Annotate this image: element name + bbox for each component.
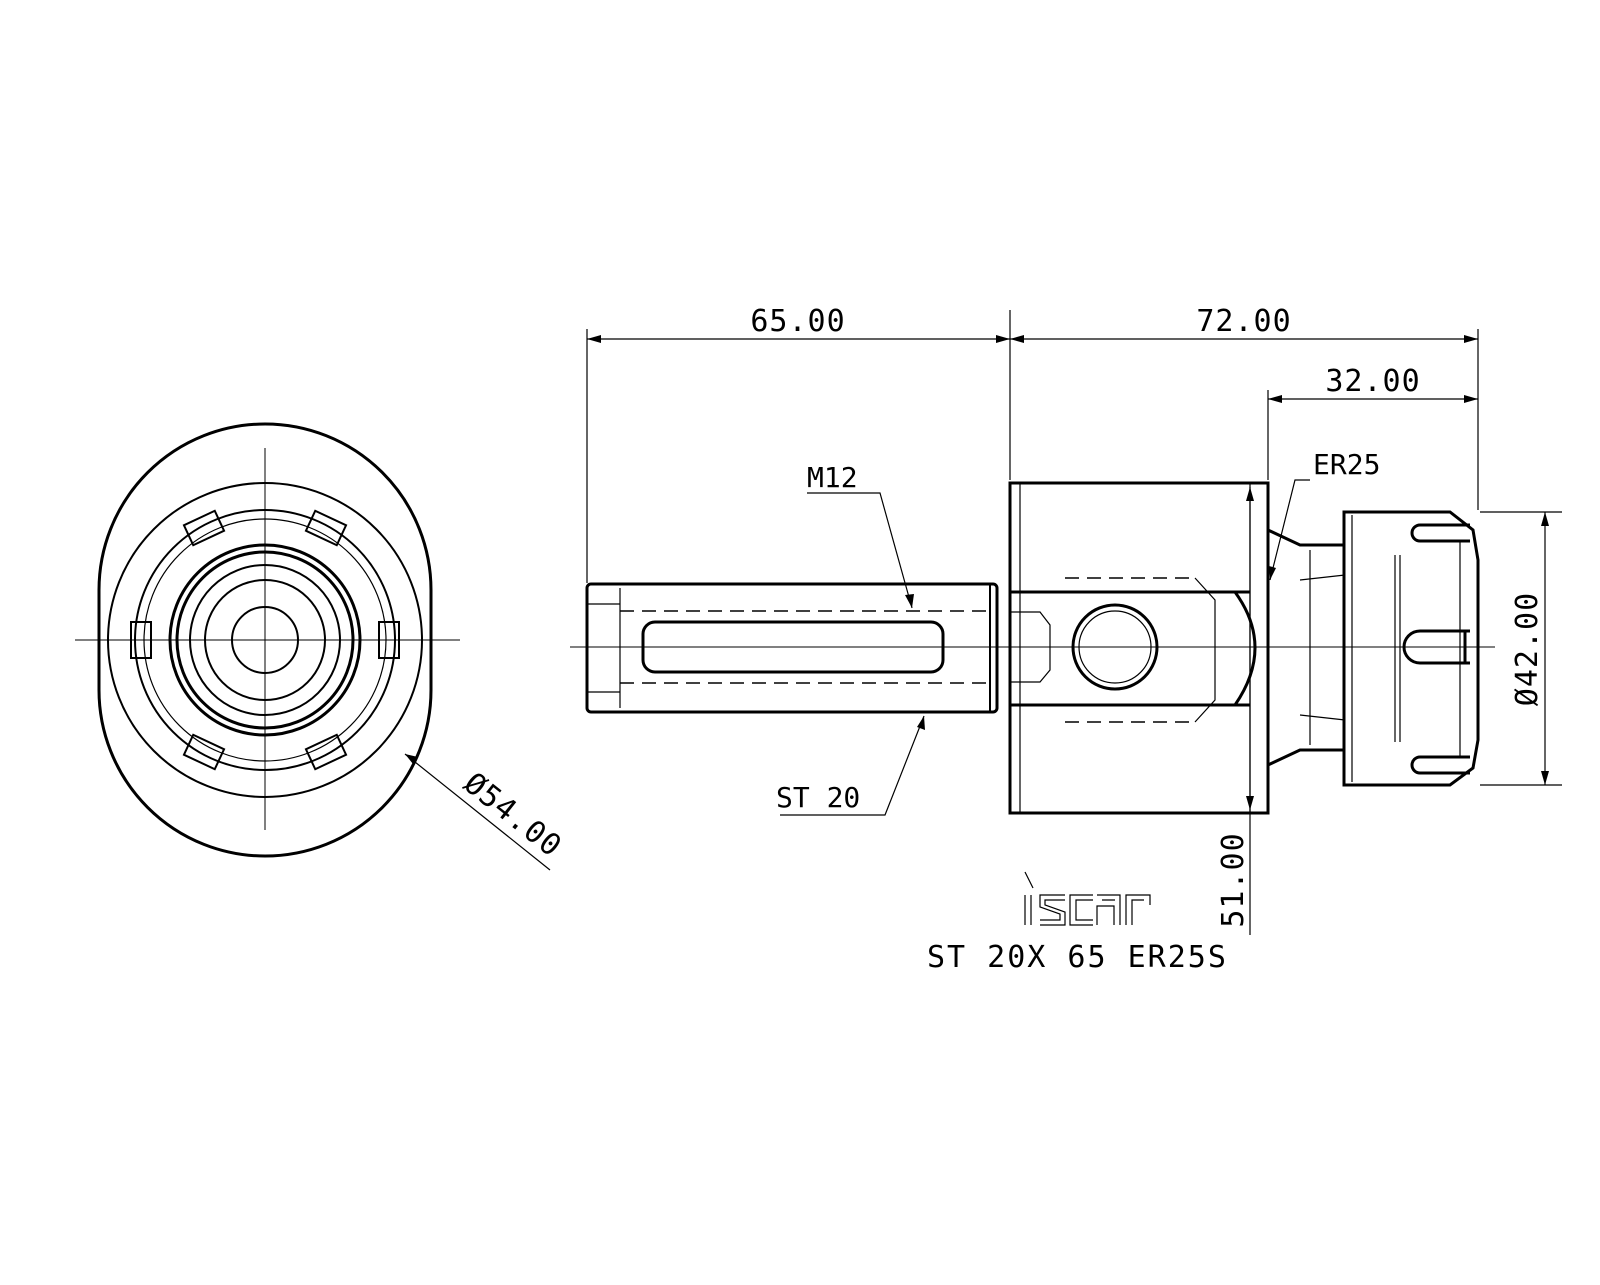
dia42-arrow-top [1541, 512, 1549, 526]
end-view-collet-ring [175, 550, 355, 730]
collet-nut [1342, 510, 1480, 787]
shank-body [585, 582, 999, 714]
collet-taper-lines [1299, 574, 1346, 721]
dim32-label: 32.00 [1325, 364, 1420, 399]
shank-chamfer-edges [587, 603, 620, 693]
nut-outline [1342, 510, 1480, 787]
body-outline [1008, 481, 1270, 815]
m12-label: M12 [807, 461, 858, 494]
dim65-label: 65.00 [750, 304, 845, 339]
logo-a [1096, 894, 1121, 925]
end-view-collet-outer [168, 543, 362, 737]
dim51-arrow-bottom [1246, 796, 1254, 810]
nut-slot [304, 509, 348, 547]
dim51-arrow-top [1246, 487, 1254, 501]
dia42-label: Ø42.00 [1510, 592, 1545, 706]
er25-arrow [1269, 566, 1276, 580]
er25-leader [1269, 479, 1310, 581]
logo-i [1024, 871, 1034, 925]
dim72-arrow-right [1464, 335, 1478, 343]
end-view-nut-slots [130, 509, 400, 771]
logo-c [1069, 894, 1093, 926]
dim51-label: 51.00 [1216, 832, 1251, 927]
nut-slot [182, 733, 226, 771]
screw-seat [1010, 611, 1051, 683]
dimension-lines [586, 310, 1562, 935]
nut-slot-top [1410, 523, 1470, 543]
er25-label: ER25 [1313, 448, 1380, 481]
end-view-bore [231, 606, 299, 674]
part-number: ST 20X 65 ER25S [927, 940, 1228, 975]
m12-arrow [905, 594, 914, 608]
dia54-leader [404, 753, 551, 871]
callout-leaders [780, 479, 1310, 816]
dim72-arrow-left [1010, 335, 1024, 343]
cross-hole [1071, 603, 1159, 691]
end-view-nut-inner [143, 518, 387, 762]
dim72-label: 72.00 [1196, 304, 1291, 339]
shank [585, 582, 999, 714]
logo-r [1125, 894, 1151, 925]
end-view-flange-inner-ring [107, 482, 423, 798]
end-view-flange-outline [97, 422, 433, 858]
nut-slot [378, 621, 400, 659]
end-view-collet-mid [189, 564, 341, 716]
logo-s [1039, 894, 1066, 926]
nut-slot-middle [1402, 629, 1470, 665]
dim65-arrow-right [996, 335, 1010, 343]
iscar-logo [1024, 871, 1151, 926]
nut-slot-bottom [1410, 755, 1470, 775]
body-bore-end [1194, 577, 1216, 723]
m12-leader [807, 492, 913, 609]
side-view: 65.00 72.00 32.00 Ø42.00 51.00 M12 ST 20… [570, 304, 1562, 935]
end-view: Ø54.00 [75, 422, 568, 871]
end-view-nut-outer [134, 509, 396, 771]
dim32-arrow-right [1464, 395, 1478, 403]
st20-leader [780, 715, 925, 816]
dia54-arrow [405, 754, 418, 764]
cross-hole-inner [1078, 610, 1152, 684]
dim65-arrow-left [587, 335, 601, 343]
nut-slot [130, 621, 152, 659]
shank-flat [641, 620, 945, 674]
st20-arrow [917, 716, 925, 730]
nut-slot [182, 509, 226, 547]
bore-end-curve [1233, 591, 1257, 706]
dia54-label: Ø54.00 [457, 766, 568, 865]
nut-slot [304, 733, 348, 771]
dim32-arrow-left [1268, 395, 1282, 403]
end-view-bore-outer [204, 579, 326, 701]
body-hidden-lines [1065, 577, 1195, 723]
st20-label: ST 20 [776, 781, 860, 814]
dia42-arrow-bottom [1541, 771, 1549, 785]
body-block [1008, 481, 1270, 815]
